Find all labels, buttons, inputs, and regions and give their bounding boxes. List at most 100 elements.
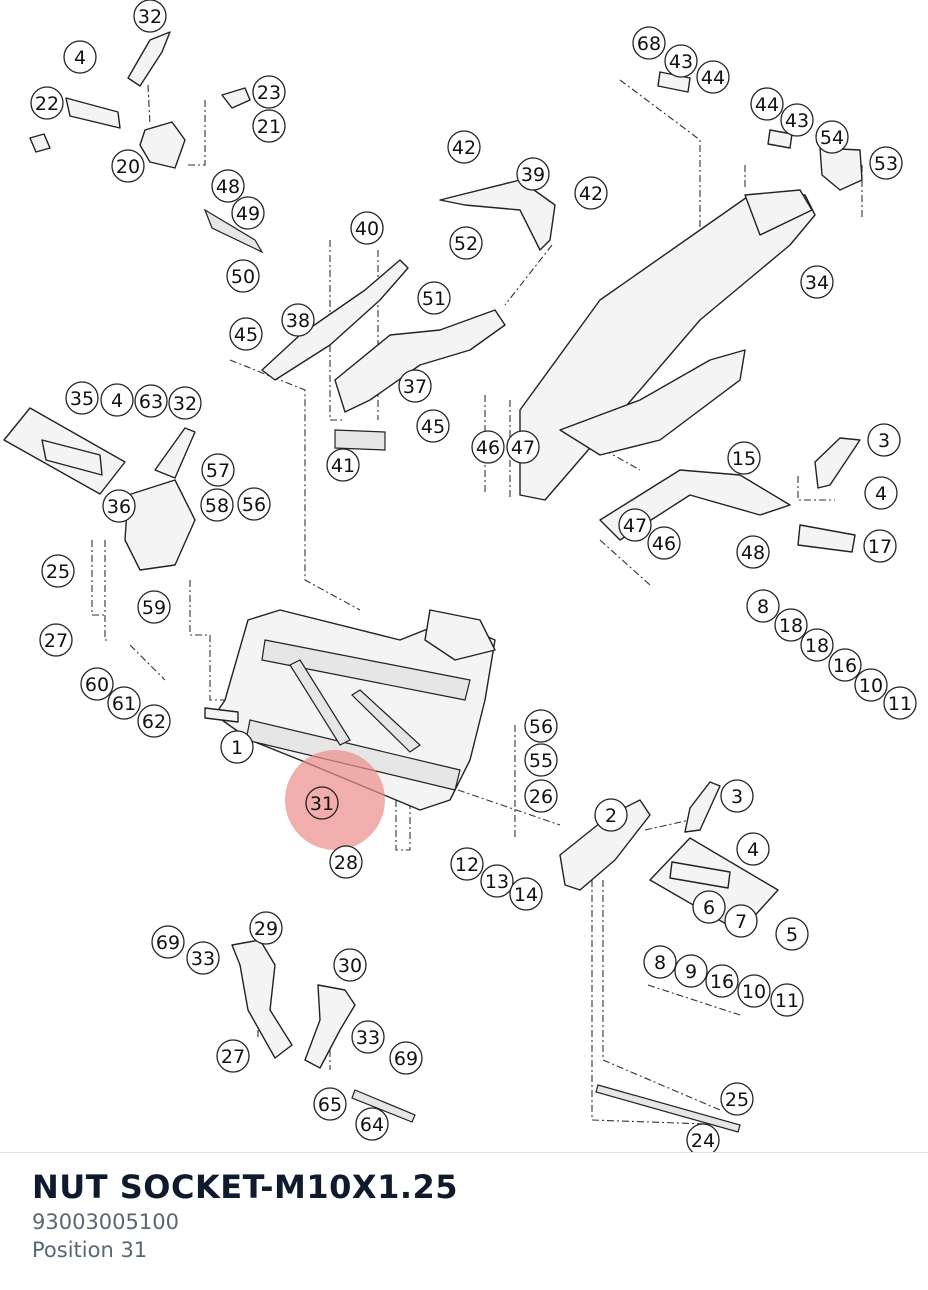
svg-text:56: 56 <box>529 716 553 738</box>
svg-text:55: 55 <box>529 750 553 772</box>
svg-text:18: 18 <box>805 635 829 657</box>
callout-5: 5 <box>775 917 809 951</box>
frame-covers <box>261 179 556 451</box>
callout-9: 9 <box>674 954 708 988</box>
callout-63: 63 <box>134 384 168 418</box>
svg-text:32: 32 <box>138 6 162 28</box>
callout-42: 42 <box>447 130 481 164</box>
callout-10: 10 <box>854 668 888 702</box>
callout-27: 27 <box>216 1039 250 1073</box>
svg-text:58: 58 <box>205 495 229 517</box>
rear-suspension-linkage <box>231 939 741 1133</box>
svg-text:39: 39 <box>521 164 545 186</box>
svg-text:68: 68 <box>637 33 661 55</box>
callout-50: 50 <box>226 259 260 293</box>
svg-text:43: 43 <box>669 51 693 73</box>
svg-text:60: 60 <box>85 674 109 696</box>
svg-text:47: 47 <box>511 437 535 459</box>
callout-61: 61 <box>107 686 141 720</box>
callout-32: 32 <box>133 0 167 33</box>
callout-11: 11 <box>770 983 804 1017</box>
svg-text:21: 21 <box>257 116 281 138</box>
callout-65: 65 <box>313 1087 347 1121</box>
callout-60: 60 <box>80 667 114 701</box>
callout-24: 24 <box>686 1123 720 1152</box>
callout-42: 42 <box>574 176 608 210</box>
callout-4: 4 <box>100 383 134 417</box>
svg-text:25: 25 <box>46 561 70 583</box>
callout-30: 30 <box>333 948 367 982</box>
svg-text:53: 53 <box>874 153 898 175</box>
callout-58: 58 <box>200 488 234 522</box>
svg-text:2: 2 <box>605 805 617 827</box>
callout-62: 62 <box>137 704 171 738</box>
svg-text:16: 16 <box>710 971 734 993</box>
callout-4: 4 <box>864 476 898 510</box>
svg-text:41: 41 <box>331 455 355 477</box>
svg-text:1: 1 <box>231 737 243 759</box>
callout-53: 53 <box>869 146 903 180</box>
svg-text:62: 62 <box>142 711 166 733</box>
svg-text:31: 31 <box>310 793 334 815</box>
callout-69: 69 <box>389 1041 423 1075</box>
callout-48: 48 <box>211 169 245 203</box>
part-info-panel: NUT SOCKET-M10X1.25 93003005100 Position… <box>32 1166 892 1264</box>
svg-text:18: 18 <box>779 615 803 637</box>
callout-18: 18 <box>800 628 834 662</box>
callout-25: 25 <box>41 554 75 588</box>
callout-28: 28 <box>329 845 363 879</box>
svg-text:59: 59 <box>142 597 166 619</box>
callout-45: 45 <box>229 317 263 351</box>
svg-text:47: 47 <box>623 515 647 537</box>
svg-text:12: 12 <box>455 854 479 876</box>
svg-text:44: 44 <box>701 67 725 89</box>
callout-54: 54 <box>815 120 849 154</box>
svg-text:42: 42 <box>452 137 476 159</box>
svg-text:8: 8 <box>757 596 769 618</box>
svg-text:30: 30 <box>338 955 362 977</box>
callout-45: 45 <box>416 409 450 443</box>
callout-44: 44 <box>696 60 730 94</box>
svg-text:46: 46 <box>652 533 676 555</box>
callout-12: 12 <box>450 847 484 881</box>
callout-69: 69 <box>151 925 185 959</box>
callout-56: 56 <box>237 487 271 521</box>
callout-15: 15 <box>727 441 761 475</box>
svg-text:5: 5 <box>786 924 798 946</box>
callout-4: 4 <box>63 40 97 74</box>
svg-text:36: 36 <box>107 496 131 518</box>
callout-68: 68 <box>632 26 666 60</box>
callout-20: 20 <box>111 149 145 183</box>
callout-18: 18 <box>774 608 808 642</box>
svg-text:26: 26 <box>529 786 553 808</box>
callout-59: 59 <box>137 590 171 624</box>
svg-text:38: 38 <box>286 310 310 332</box>
callout-43: 43 <box>664 44 698 78</box>
callout-37: 37 <box>398 369 432 403</box>
callout-47: 47 <box>618 508 652 542</box>
callout-51: 51 <box>417 281 451 315</box>
callout-57: 57 <box>201 453 235 487</box>
callout-25: 25 <box>720 1082 754 1116</box>
callout-31[interactable]: 31 <box>305 786 339 820</box>
rear-footrest-left <box>29 31 264 254</box>
callout-11: 11 <box>883 686 917 720</box>
svg-text:13: 13 <box>485 871 509 893</box>
svg-text:48: 48 <box>741 542 765 564</box>
highlight-position-31[interactable] <box>285 750 385 850</box>
callout-14: 14 <box>509 877 543 911</box>
callout-3: 3 <box>720 779 754 813</box>
svg-text:54: 54 <box>820 127 844 149</box>
svg-text:24: 24 <box>691 1130 715 1152</box>
callout-49: 49 <box>231 196 265 230</box>
svg-text:44: 44 <box>755 94 779 116</box>
callout-39: 39 <box>516 157 550 191</box>
svg-text:51: 51 <box>422 288 446 310</box>
svg-text:28: 28 <box>334 852 358 874</box>
svg-text:61: 61 <box>112 693 136 715</box>
callout-4: 4 <box>736 832 770 866</box>
svg-text:45: 45 <box>421 416 445 438</box>
svg-text:29: 29 <box>254 918 278 940</box>
callout-8: 8 <box>746 589 780 623</box>
callout-34: 34 <box>800 265 834 299</box>
